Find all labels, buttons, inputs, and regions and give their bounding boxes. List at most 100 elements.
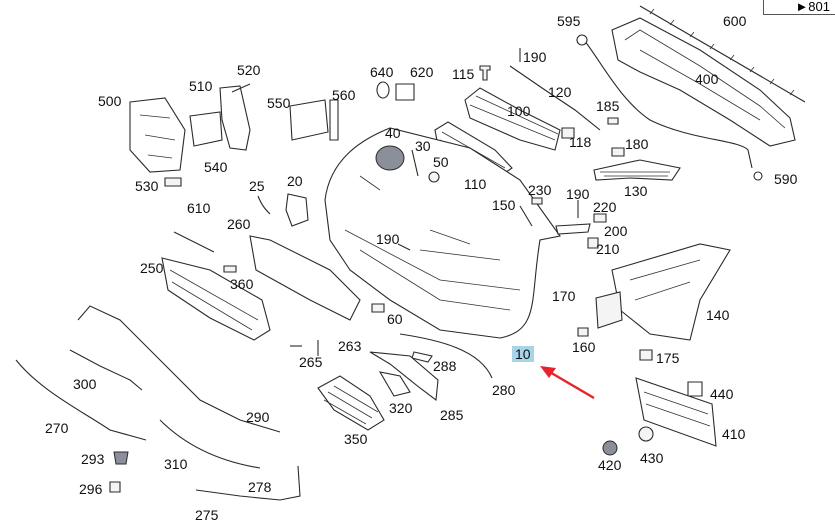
label-280[interactable]: 280 xyxy=(492,382,516,398)
label-100[interactable]: 100 xyxy=(507,103,531,119)
label-250[interactable]: 250 xyxy=(140,260,164,276)
label-130[interactable]: 130 xyxy=(624,183,648,199)
label-220[interactable]: 220 xyxy=(593,199,617,215)
label-180[interactable]: 180 xyxy=(625,136,649,152)
part-600-guide-line xyxy=(639,5,806,103)
part-510-mount xyxy=(219,85,251,151)
part-160-clip xyxy=(577,327,589,337)
label-150[interactable]: 150 xyxy=(492,197,516,213)
label-520[interactable]: 520 xyxy=(237,62,261,78)
part-590-cable xyxy=(583,39,753,169)
label-400[interactable]: 400 xyxy=(695,71,719,87)
label-320[interactable]: 320 xyxy=(389,400,413,416)
label-550[interactable]: 550 xyxy=(267,95,291,111)
label-590[interactable]: 590 xyxy=(774,171,798,187)
part-260-side-bracket xyxy=(249,235,361,321)
part-120-trim-strip xyxy=(509,65,601,131)
part-220-clip xyxy=(593,213,607,223)
label-278[interactable]: 278 xyxy=(248,479,272,495)
part-275-trim xyxy=(195,465,301,501)
label-190-c[interactable]: 190 xyxy=(376,231,400,247)
label-60[interactable]: 60 xyxy=(387,311,403,327)
label-285[interactable]: 285 xyxy=(440,407,464,423)
label-140[interactable]: 140 xyxy=(706,307,730,323)
label-230[interactable]: 230 xyxy=(528,182,552,198)
label-40[interactable]: 40 xyxy=(385,125,401,141)
part-595-clip xyxy=(576,34,588,46)
part-40-emblem xyxy=(375,145,405,171)
label-10-highlighted[interactable]: 10 xyxy=(512,346,534,362)
label-265[interactable]: 265 xyxy=(299,354,323,370)
label-120[interactable]: 120 xyxy=(548,84,572,100)
label-20[interactable]: 20 xyxy=(287,173,303,189)
label-560[interactable]: 560 xyxy=(332,87,356,103)
label-640[interactable]: 640 xyxy=(370,64,394,80)
part-293-nut xyxy=(113,451,129,465)
label-310[interactable]: 310 xyxy=(164,456,188,472)
label-175[interactable]: 175 xyxy=(656,350,680,366)
pointer-arrow-head xyxy=(540,366,556,378)
label-185[interactable]: 185 xyxy=(596,98,620,114)
label-595[interactable]: 595 xyxy=(557,13,581,29)
label-620[interactable]: 620 xyxy=(410,64,434,80)
label-293[interactable]: 293 xyxy=(81,451,105,467)
label-296[interactable]: 296 xyxy=(79,481,103,497)
part-360-clip xyxy=(223,265,237,273)
reference-link[interactable]: ►801 xyxy=(763,0,835,15)
label-440[interactable]: 440 xyxy=(710,386,734,402)
label-510[interactable]: 510 xyxy=(189,78,213,94)
part-320-bracket xyxy=(378,371,411,397)
label-500[interactable]: 500 xyxy=(98,93,122,109)
part-640-sensor-ring xyxy=(376,81,390,99)
label-610[interactable]: 610 xyxy=(187,200,211,216)
part-170-clip xyxy=(595,291,623,329)
label-190-a[interactable]: 190 xyxy=(523,49,547,65)
label-200[interactable]: 200 xyxy=(604,223,628,239)
label-25[interactable]: 25 xyxy=(249,178,265,194)
label-420[interactable]: 420 xyxy=(598,457,622,473)
part-250-lower-grille xyxy=(161,257,271,341)
label-540[interactable]: 540 xyxy=(204,159,228,175)
part-60-clip xyxy=(371,303,385,313)
label-600[interactable]: 600 xyxy=(723,13,747,29)
label-190-b[interactable]: 190 xyxy=(566,186,590,202)
part-140-side-bracket xyxy=(611,243,731,341)
label-50[interactable]: 50 xyxy=(433,154,449,170)
part-50-washer xyxy=(428,171,440,183)
label-115[interactable]: 115 xyxy=(452,66,475,82)
part-310-trim xyxy=(159,419,261,469)
part-230-screw xyxy=(531,197,543,205)
label-160[interactable]: 160 xyxy=(572,339,596,355)
part-500-bracket xyxy=(129,97,186,173)
part-280-trim xyxy=(399,333,493,379)
label-290[interactable]: 290 xyxy=(246,409,270,425)
label-360[interactable]: 360 xyxy=(230,276,254,292)
part-115-screw xyxy=(479,65,491,81)
label-430[interactable]: 430 xyxy=(640,450,664,466)
part-130-daytime-light xyxy=(593,159,681,181)
label-30[interactable]: 30 xyxy=(415,138,431,154)
label-170[interactable]: 170 xyxy=(552,288,576,304)
part-520-screw xyxy=(231,83,251,93)
part-150-strip xyxy=(519,205,533,227)
part-560-bracket xyxy=(329,99,339,141)
label-350[interactable]: 350 xyxy=(344,431,368,447)
part-610-guide-line xyxy=(173,231,215,253)
part-25-wire xyxy=(257,195,271,215)
label-110[interactable]: 110 xyxy=(464,176,487,192)
label-530[interactable]: 530 xyxy=(135,178,159,194)
label-410[interactable]: 410 xyxy=(722,426,746,442)
label-275[interactable]: 275 xyxy=(195,507,219,523)
part-100-grille-upper xyxy=(464,87,561,151)
label-270[interactable]: 270 xyxy=(45,420,69,436)
label-263[interactable]: 263 xyxy=(338,338,362,354)
label-210[interactable]: 210 xyxy=(596,241,620,257)
label-118[interactable]: 118 xyxy=(569,134,592,150)
label-300[interactable]: 300 xyxy=(73,376,97,392)
label-260[interactable]: 260 xyxy=(227,216,251,232)
label-288[interactable]: 288 xyxy=(433,358,457,374)
part-540-sensor xyxy=(189,111,223,147)
part-118-nut xyxy=(561,127,575,139)
